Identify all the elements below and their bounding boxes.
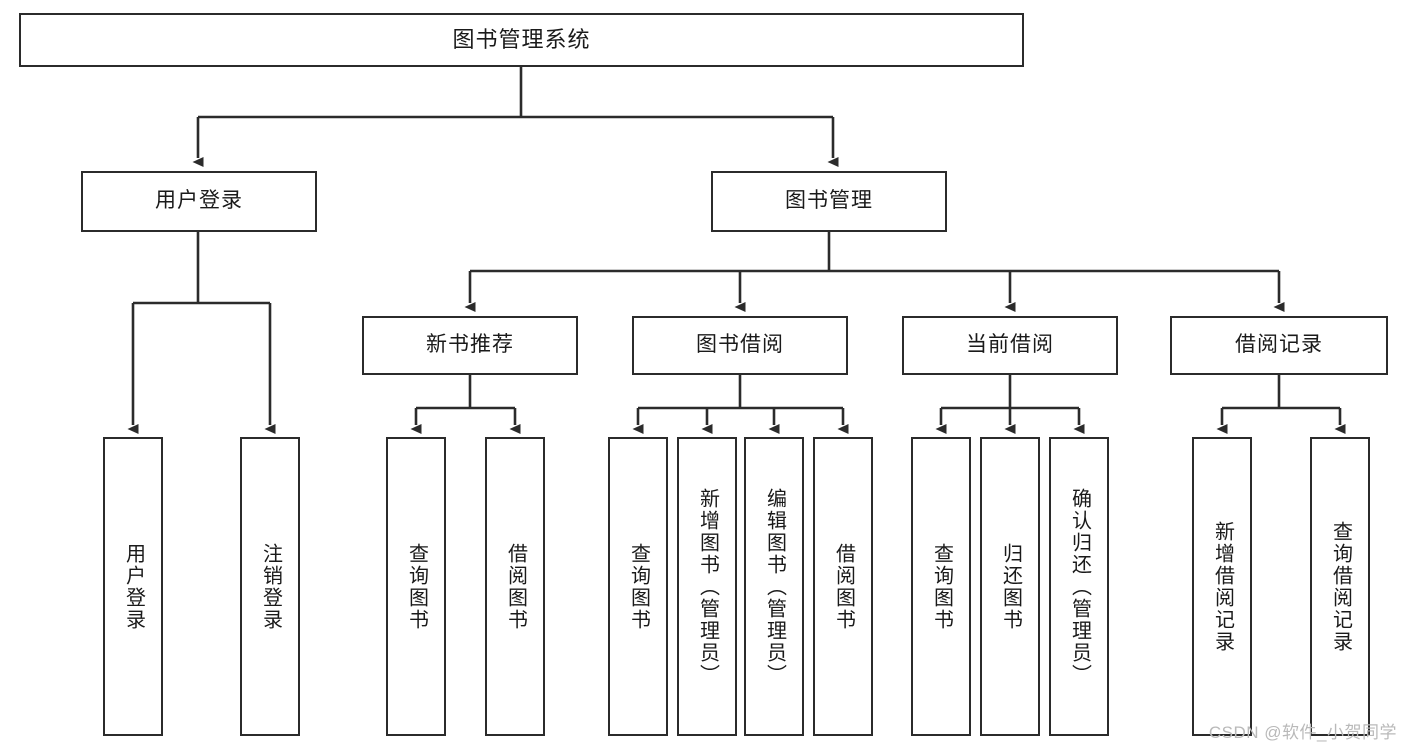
node-leaf-borrow-book-2[interactable]: 借阅图书 (813, 437, 873, 736)
node-label: 新书推荐 (426, 333, 514, 357)
node-label: 图书管理系统 (452, 27, 591, 53)
node-leaf-return-book[interactable]: 归还图书 (980, 437, 1040, 736)
node-leaf-edit-book[interactable]: 编辑图书（管理员） (744, 437, 804, 736)
node-label: 查询图书 (930, 542, 953, 631)
node-leaf-add-record[interactable]: 新增借阅记录 (1192, 437, 1252, 736)
watermark-text: CSDN @软件_小贺同学 (1208, 723, 1397, 742)
node-book-borrow[interactable]: 图书借阅 (632, 316, 848, 375)
node-label: 确认归还（管理员） (1068, 487, 1091, 686)
node-leaf-borrow-book-1[interactable]: 借阅图书 (485, 437, 545, 736)
node-label: 用户登录 (122, 542, 145, 631)
node-label: 注销登录 (259, 542, 282, 631)
node-leaf-query-book-2[interactable]: 查询图书 (608, 437, 668, 736)
node-leaf-user-login[interactable]: 用户登录 (103, 437, 163, 736)
node-label: 归还图书 (999, 542, 1022, 631)
node-label: 借阅记录 (1235, 333, 1323, 357)
node-root-system[interactable]: 图书管理系统 (19, 13, 1024, 67)
node-leaf-confirm-return[interactable]: 确认归还（管理员） (1049, 437, 1109, 736)
node-label: 用户登录 (155, 189, 243, 213)
node-current-borrow[interactable]: 当前借阅 (902, 316, 1118, 375)
node-label: 借阅图书 (504, 542, 527, 631)
node-label: 新增借阅记录 (1211, 520, 1234, 653)
node-label: 查询借阅记录 (1329, 520, 1352, 653)
node-new-book-recommend[interactable]: 新书推荐 (362, 316, 578, 375)
node-leaf-add-book[interactable]: 新增图书（管理员） (677, 437, 737, 736)
node-leaf-query-record[interactable]: 查询借阅记录 (1310, 437, 1370, 736)
node-leaf-query-book-1[interactable]: 查询图书 (386, 437, 446, 736)
node-user-login[interactable]: 用户登录 (81, 171, 317, 232)
node-leaf-query-book-3[interactable]: 查询图书 (911, 437, 971, 736)
node-label: 图书管理 (785, 189, 873, 213)
node-borrow-record[interactable]: 借阅记录 (1170, 316, 1388, 375)
node-label: 编辑图书（管理员） (763, 487, 786, 686)
node-label: 图书借阅 (696, 333, 784, 357)
node-label: 新增图书（管理员） (696, 487, 719, 686)
node-label: 查询图书 (405, 542, 428, 631)
node-book-manage[interactable]: 图书管理 (711, 171, 947, 232)
node-label: 借阅图书 (832, 542, 855, 631)
node-leaf-user-logout[interactable]: 注销登录 (240, 437, 300, 736)
node-label: 查询图书 (627, 542, 650, 631)
node-label: 当前借阅 (966, 333, 1054, 357)
